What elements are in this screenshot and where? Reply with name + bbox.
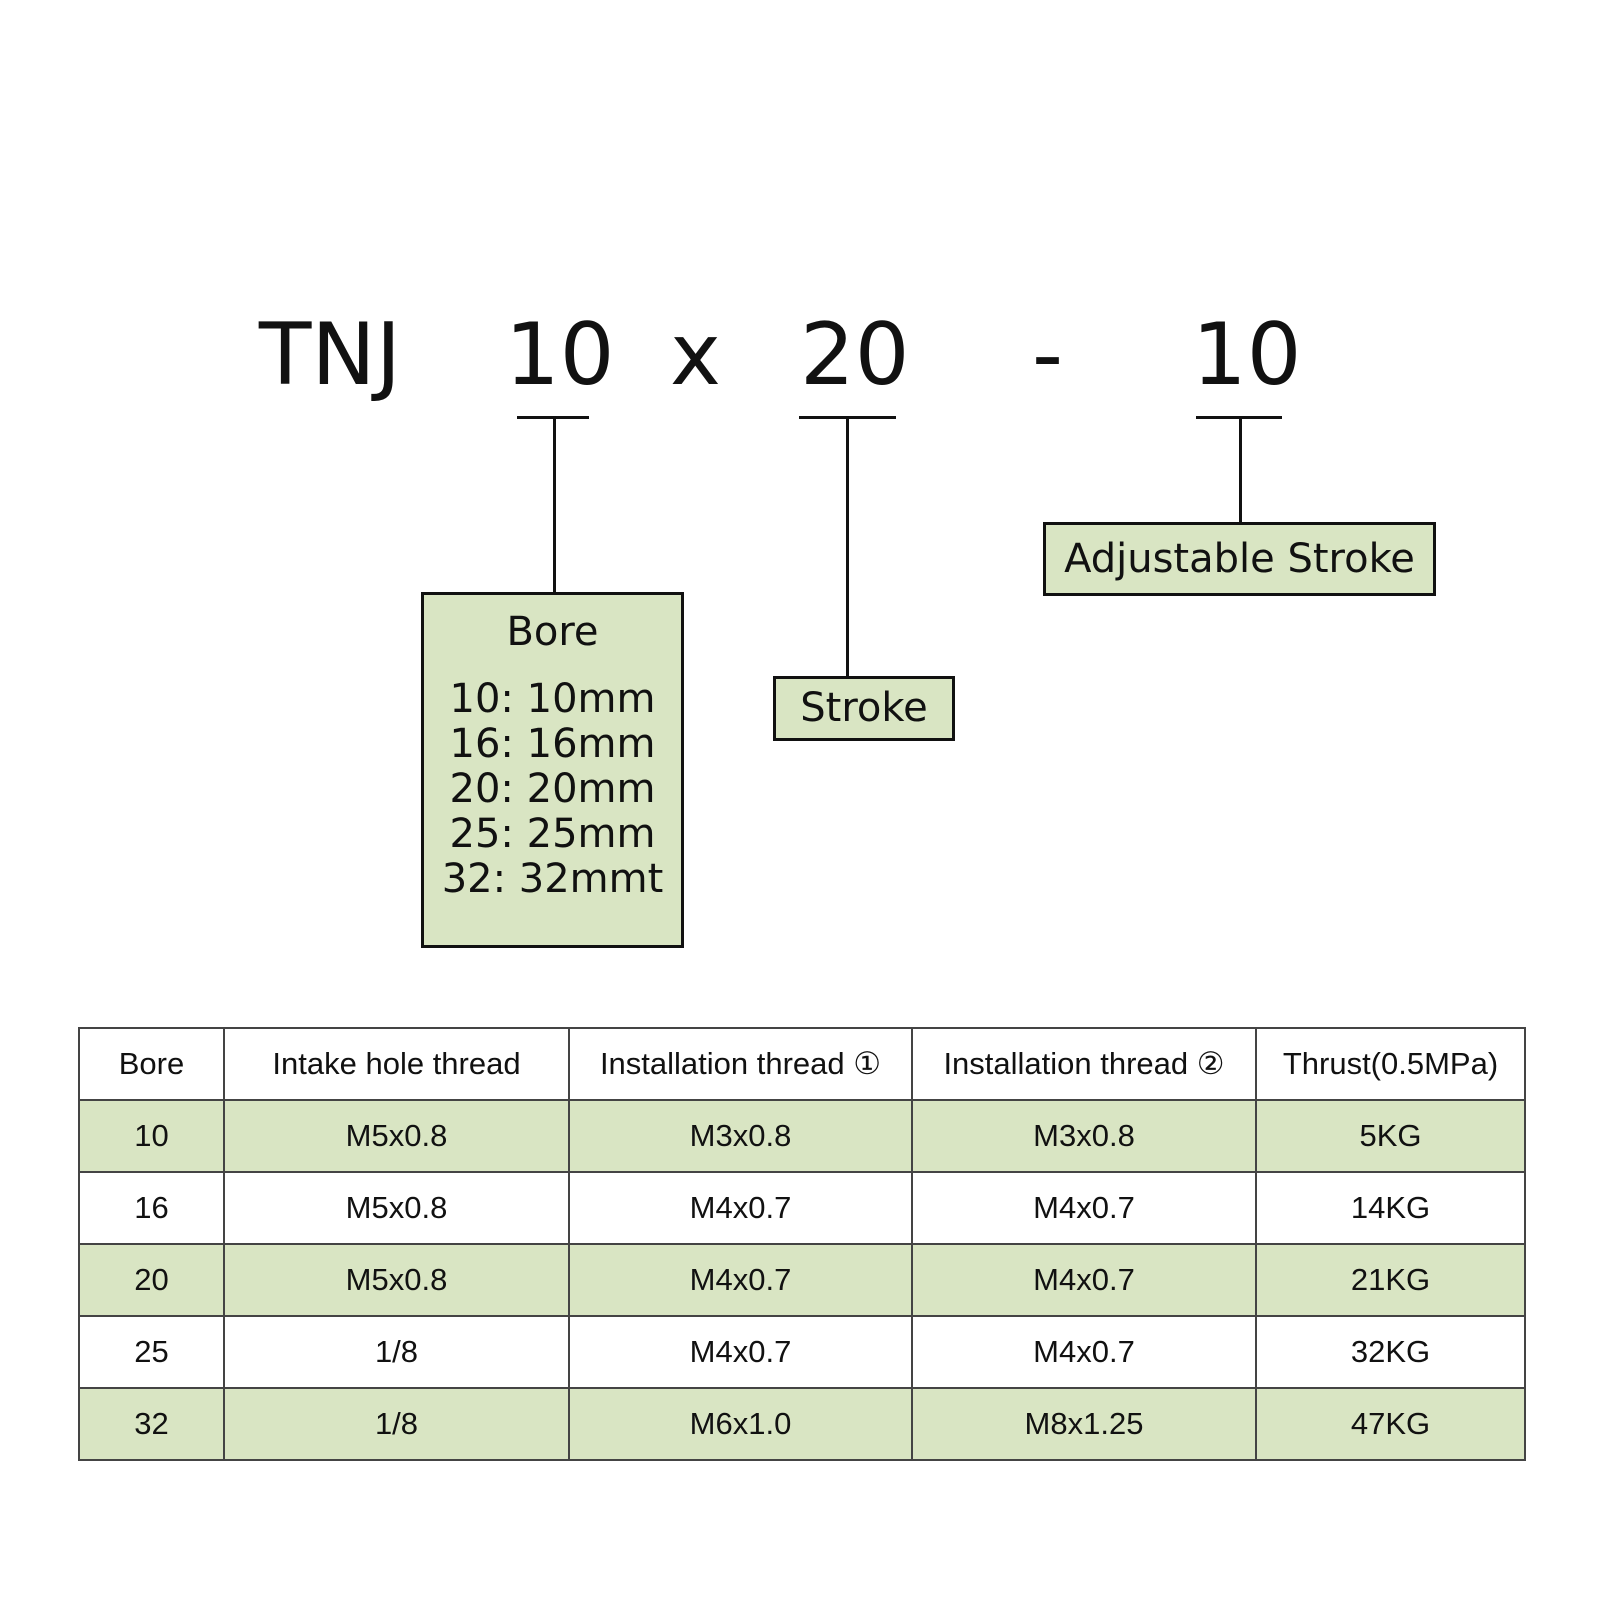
table-cell: M5x0.8 — [223, 1099, 570, 1173]
bore-option: 32: 32mmt — [441, 856, 664, 902]
model-stroke-code: 20 — [800, 305, 910, 405]
table-cell: M5x0.8 — [223, 1243, 570, 1317]
spec-table: Bore Intake hole thread Installation thr… — [78, 1027, 1526, 1461]
model-adjustable-code: 10 — [1192, 305, 1302, 405]
model-separator-x: x — [670, 305, 721, 405]
table-row: 25 1/8 M4x0.7 M4x0.7 32KG — [78, 1315, 1526, 1389]
model-bore-code: 10 — [505, 305, 615, 405]
model-prefix: TNJ — [258, 305, 402, 405]
table-cell: 1/8 — [223, 1315, 570, 1389]
adjustable-stroke-box-title: Adjustable Stroke — [1064, 536, 1415, 582]
table-cell: 10 — [78, 1099, 225, 1173]
bore-option: 20: 20mm — [449, 766, 656, 812]
table-row: 16 M5x0.8 M4x0.7 M4x0.7 14KG — [78, 1171, 1526, 1245]
bore-box: Bore 10: 10mm 16: 16mm 20: 20mm 25: 25mm… — [421, 592, 684, 948]
table-cell: M4x0.7 — [568, 1315, 913, 1389]
bore-option: 16: 16mm — [449, 721, 656, 767]
table-row: 10 M5x0.8 M3x0.8 M3x0.8 5KG — [78, 1099, 1526, 1173]
table-cell: M4x0.7 — [568, 1171, 913, 1245]
header-bore: Bore — [78, 1027, 225, 1101]
header-intake-hole-thread: Intake hole thread — [223, 1027, 570, 1101]
stroke-box: Stroke — [773, 676, 955, 741]
table-cell: 32 — [78, 1387, 225, 1461]
bore-options: 10: 10mm 16: 16mm 20: 20mm 25: 25mm 32: … — [424, 677, 681, 902]
table-cell: M6x1.0 — [568, 1387, 913, 1461]
table-cell: 14KG — [1255, 1171, 1526, 1245]
stroke-box-title: Stroke — [800, 685, 928, 731]
table-cell: 25 — [78, 1315, 225, 1389]
table-cell: M4x0.7 — [911, 1315, 1257, 1389]
header-thrust: Thrust(0.5MPa) — [1255, 1027, 1526, 1101]
table-cell: 32KG — [1255, 1315, 1526, 1389]
stroke-connector — [846, 416, 849, 676]
table-cell: M5x0.8 — [223, 1171, 570, 1245]
table-cell: 21KG — [1255, 1243, 1526, 1317]
table-cell: M4x0.7 — [911, 1171, 1257, 1245]
table-cell: 20 — [78, 1243, 225, 1317]
table-row: 32 1/8 M6x1.0 M8x1.25 47KG — [78, 1387, 1526, 1461]
bore-connector — [553, 416, 556, 592]
table-cell: M4x0.7 — [568, 1243, 913, 1317]
adjustable-connector — [1239, 416, 1242, 522]
table-cell: 5KG — [1255, 1099, 1526, 1173]
table-cell: M3x0.8 — [911, 1099, 1257, 1173]
adjustable-stroke-box: Adjustable Stroke — [1043, 522, 1436, 596]
table-cell: 16 — [78, 1171, 225, 1245]
bore-option: 25: 25mm — [449, 811, 656, 857]
header-installation-thread-2: Installation thread ② — [911, 1027, 1257, 1101]
bore-box-title: Bore — [506, 609, 599, 655]
table-cell: 1/8 — [223, 1387, 570, 1461]
table-cell: M4x0.7 — [911, 1243, 1257, 1317]
model-separator-dash: - — [1031, 305, 1064, 405]
table-row: 20 M5x0.8 M4x0.7 M4x0.7 21KG — [78, 1243, 1526, 1317]
bore-option: 10: 10mm — [449, 676, 656, 722]
table-cell: M3x0.8 — [568, 1099, 913, 1173]
table-cell: 47KG — [1255, 1387, 1526, 1461]
table-cell: M8x1.25 — [911, 1387, 1257, 1461]
table-header-row: Bore Intake hole thread Installation thr… — [78, 1027, 1526, 1101]
header-installation-thread-1: Installation thread ① — [568, 1027, 913, 1101]
